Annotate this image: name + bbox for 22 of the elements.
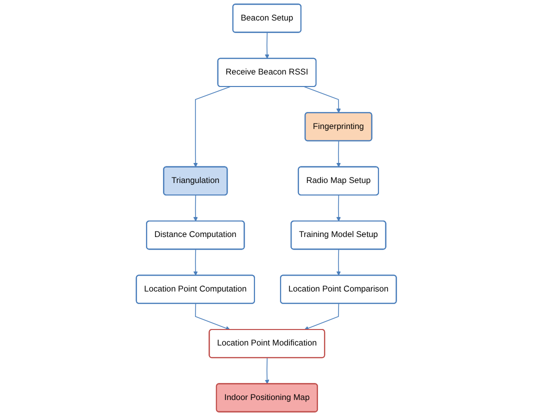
process-box: Beacon Setup <box>232 4 302 33</box>
process-box: Receive Beacon RSSI <box>217 58 317 88</box>
arrow <box>336 194 342 222</box>
process-box: Indoor Positioning Map <box>216 383 318 412</box>
process-box: Training Model Setup <box>290 220 386 250</box>
process-box: Triangulation <box>163 166 228 196</box>
process-box: Distance Computation <box>146 220 245 250</box>
arrow <box>193 249 198 276</box>
arrow <box>336 249 342 276</box>
arrow <box>193 194 198 222</box>
process-box: Location Point Comparison <box>280 274 397 304</box>
arrow <box>264 357 270 384</box>
process-box: Fingerprinting <box>304 112 372 142</box>
arrow <box>304 86 342 114</box>
arrow <box>195 303 230 330</box>
arrow <box>193 86 231 168</box>
process-box: Radio Map Setup <box>298 166 380 196</box>
arrow <box>264 32 270 59</box>
arrow <box>336 140 342 168</box>
process-box: Location Point Modification <box>208 328 326 358</box>
process-box: Location Point Computation <box>136 274 256 304</box>
arrow <box>304 303 340 330</box>
